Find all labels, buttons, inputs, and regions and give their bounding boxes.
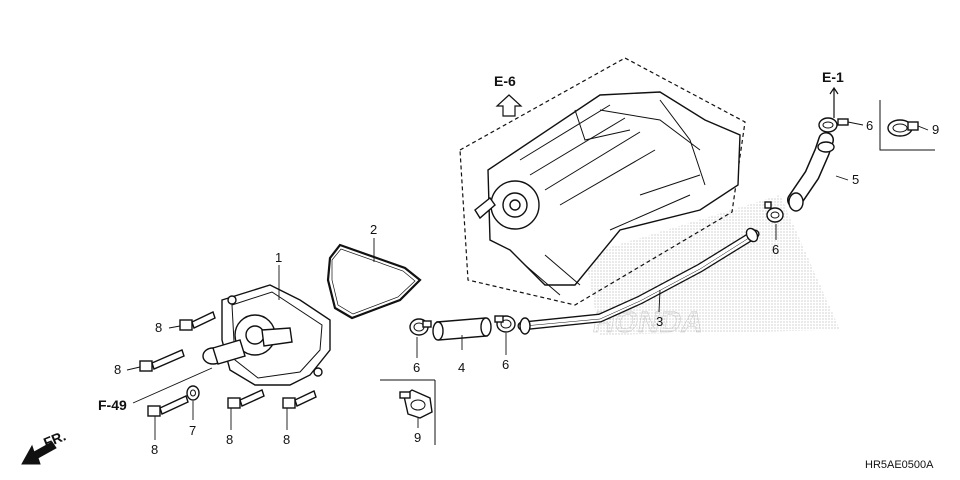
callout-9-a: 9: [414, 430, 421, 445]
callout-8-a: 8: [155, 320, 162, 335]
bolt-b[interactable]: [139, 349, 185, 372]
inset-clamp-bottom: [380, 379, 436, 445]
water-hose-long[interactable]: [787, 132, 835, 212]
bolt-c[interactable]: [147, 395, 189, 417]
callouts: 1 2 3 4 5 6 6 6 6 7 8 8 8 8 8 9 9: [114, 118, 939, 457]
inset-clamp-top: [879, 100, 935, 151]
hose-clamp-d[interactable]: [818, 117, 849, 133]
front-arrow-icon: [21, 441, 57, 465]
callout-3: 3: [656, 314, 663, 329]
callout-8-b: 8: [114, 362, 121, 377]
callout-2: 2: [370, 222, 377, 237]
callout-6-b: 6: [502, 357, 509, 372]
callout-1: 1: [275, 250, 282, 265]
ref-e6-label: E-6: [494, 73, 516, 89]
ref-f49-label: F-49: [98, 397, 127, 413]
hose-clamp-a[interactable]: [409, 318, 432, 336]
water-pipe[interactable]: [517, 226, 760, 335]
ref-f49[interactable]: F-49: [98, 367, 213, 413]
hose-clamp-b[interactable]: [494, 315, 516, 333]
hose-clamp-c[interactable]: [764, 201, 784, 223]
engine-case-outline: [459, 57, 746, 306]
water-hose-short[interactable]: [432, 317, 492, 341]
bolt-d[interactable]: [227, 389, 265, 409]
up-arrow-line-icon: [829, 86, 839, 118]
callout-9-b: 9: [932, 122, 939, 137]
o-ring[interactable]: [326, 243, 422, 320]
bolt-e[interactable]: [282, 390, 317, 409]
front-direction-indicator: FR.: [21, 427, 68, 465]
callout-4: 4: [458, 360, 465, 375]
leader-lines: [126, 121, 929, 440]
callout-6-d: 6: [866, 118, 873, 133]
callout-5: 5: [852, 172, 859, 187]
ref-e1[interactable]: E-1: [822, 69, 844, 118]
diagram-code: HR5AE0500A: [865, 459, 934, 471]
ref-e6[interactable]: E-6: [494, 73, 523, 117]
up-arrow-icon: [495, 94, 523, 117]
callout-8-e: 8: [283, 432, 290, 447]
bolt-a[interactable]: [179, 311, 216, 331]
callout-8-c: 8: [151, 442, 158, 457]
water-pump-cover[interactable]: [202, 284, 331, 386]
front-label: FR.: [41, 427, 68, 450]
callout-6-a: 6: [413, 360, 420, 375]
ref-e1-label: E-1: [822, 69, 844, 85]
callout-6-c: 6: [772, 242, 779, 257]
sealing-washer[interactable]: [186, 385, 200, 401]
callout-8-d: 8: [226, 432, 233, 447]
callout-7: 7: [189, 423, 196, 438]
